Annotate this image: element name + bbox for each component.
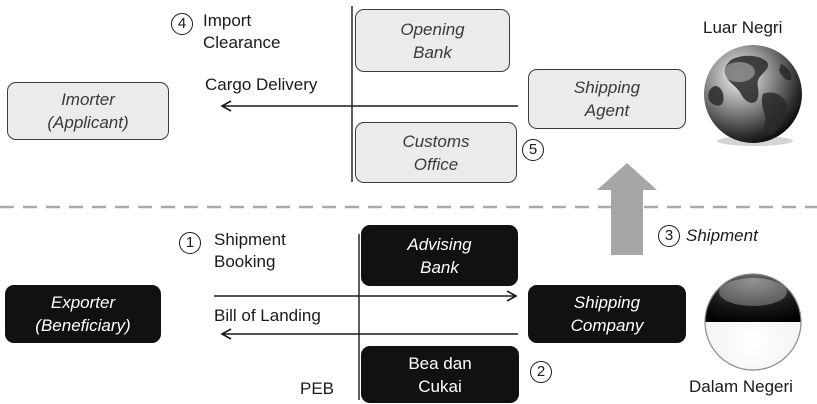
dalam-negeri-label: Dalam Negeri xyxy=(689,377,793,396)
peb-label: PEB xyxy=(300,379,335,398)
step-5-marker: 5 xyxy=(522,139,544,161)
bea-cukai-box: Bea dan Cukai xyxy=(361,346,519,403)
shipping-agent-box: Shipping Agent xyxy=(528,69,686,129)
cargo-delivery-label: Cargo Delivery xyxy=(205,75,318,94)
shipping-company-box: Shipping Company xyxy=(528,285,686,343)
exporter-box: Exporter (Beneficiary) xyxy=(5,285,161,343)
shipment-booking-label: Shipment Booking xyxy=(214,230,286,271)
step-4-marker: 4 xyxy=(171,13,193,35)
luar-negri-label: Luar Negri xyxy=(703,18,783,37)
step-3-marker: 3 xyxy=(658,225,680,247)
opening-bank-box: Opening Bank xyxy=(355,9,510,72)
import-clearance-label: Import Clearance xyxy=(203,11,281,52)
importer-box: Imorter (Applicant) xyxy=(7,82,169,140)
step-2-marker: 2 xyxy=(530,361,552,383)
shipment-arrow xyxy=(597,163,657,255)
world-globe-icon xyxy=(704,45,802,146)
indonesia-flag-sphere-icon xyxy=(704,273,802,371)
advising-bank-box: Advising Bank xyxy=(361,225,518,286)
shipment-label: Shipment xyxy=(686,226,758,245)
bill-of-landing-label: Bill of Landing xyxy=(214,306,321,325)
step-1-marker: 1 xyxy=(179,232,201,254)
customs-office-box: Customs Office xyxy=(355,122,517,183)
